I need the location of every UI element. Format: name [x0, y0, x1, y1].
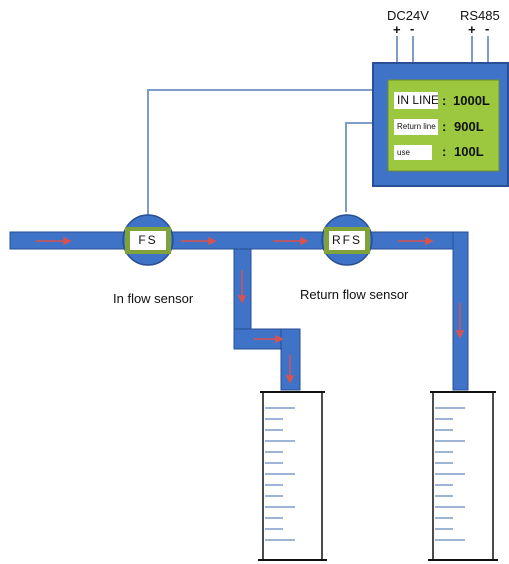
display-value-inline: 1000L	[453, 93, 490, 108]
arrow-right-5	[254, 334, 284, 344]
display-label-return: Return line	[394, 119, 438, 135]
left-measuring-cylinder	[258, 391, 327, 561]
arrow-right-3	[273, 236, 309, 246]
display-value-use: 100L	[454, 144, 484, 159]
arrow-down-3	[455, 303, 465, 339]
arrow-right-1	[36, 236, 72, 246]
inflow-signal-wire	[147, 89, 380, 215]
flow-arrows	[36, 236, 465, 384]
inflow-sensor-code: FS	[138, 233, 158, 247]
rs-plus-sign: +	[468, 22, 476, 37]
right-measuring-cylinder	[428, 391, 498, 561]
dc-plus-sign: +	[393, 22, 401, 37]
display-value-return: 900L	[454, 119, 484, 134]
arrow-right-2	[181, 236, 217, 246]
return-sensor-caption: Return flow sensor	[300, 287, 409, 302]
arrow-down-2	[285, 355, 295, 384]
rs485-label: RS485	[460, 8, 500, 23]
right-cylinder-ticks	[435, 407, 465, 541]
return-signal-wire	[345, 122, 380, 212]
display-colon-1: :	[442, 93, 447, 108]
inflow-sensor-caption: In flow sensor	[113, 291, 194, 306]
arrow-right-4	[398, 236, 434, 246]
return-sensor-code: RFS	[332, 233, 362, 247]
display-label-inline: IN LINE	[394, 92, 438, 109]
dc-minus-sign: -	[410, 21, 415, 36]
arrow-down-1	[237, 270, 247, 304]
display-label-use: use	[394, 145, 432, 160]
display-colon-3: :	[442, 144, 447, 159]
rs-minus-sign: -	[485, 21, 490, 36]
return-sensor-window	[329, 231, 365, 250]
display-colon-2: :	[442, 119, 447, 134]
inflow-sensor-window	[130, 231, 166, 250]
dc24v-label: DC24V	[387, 8, 429, 23]
left-cylinder-ticks	[265, 407, 295, 541]
